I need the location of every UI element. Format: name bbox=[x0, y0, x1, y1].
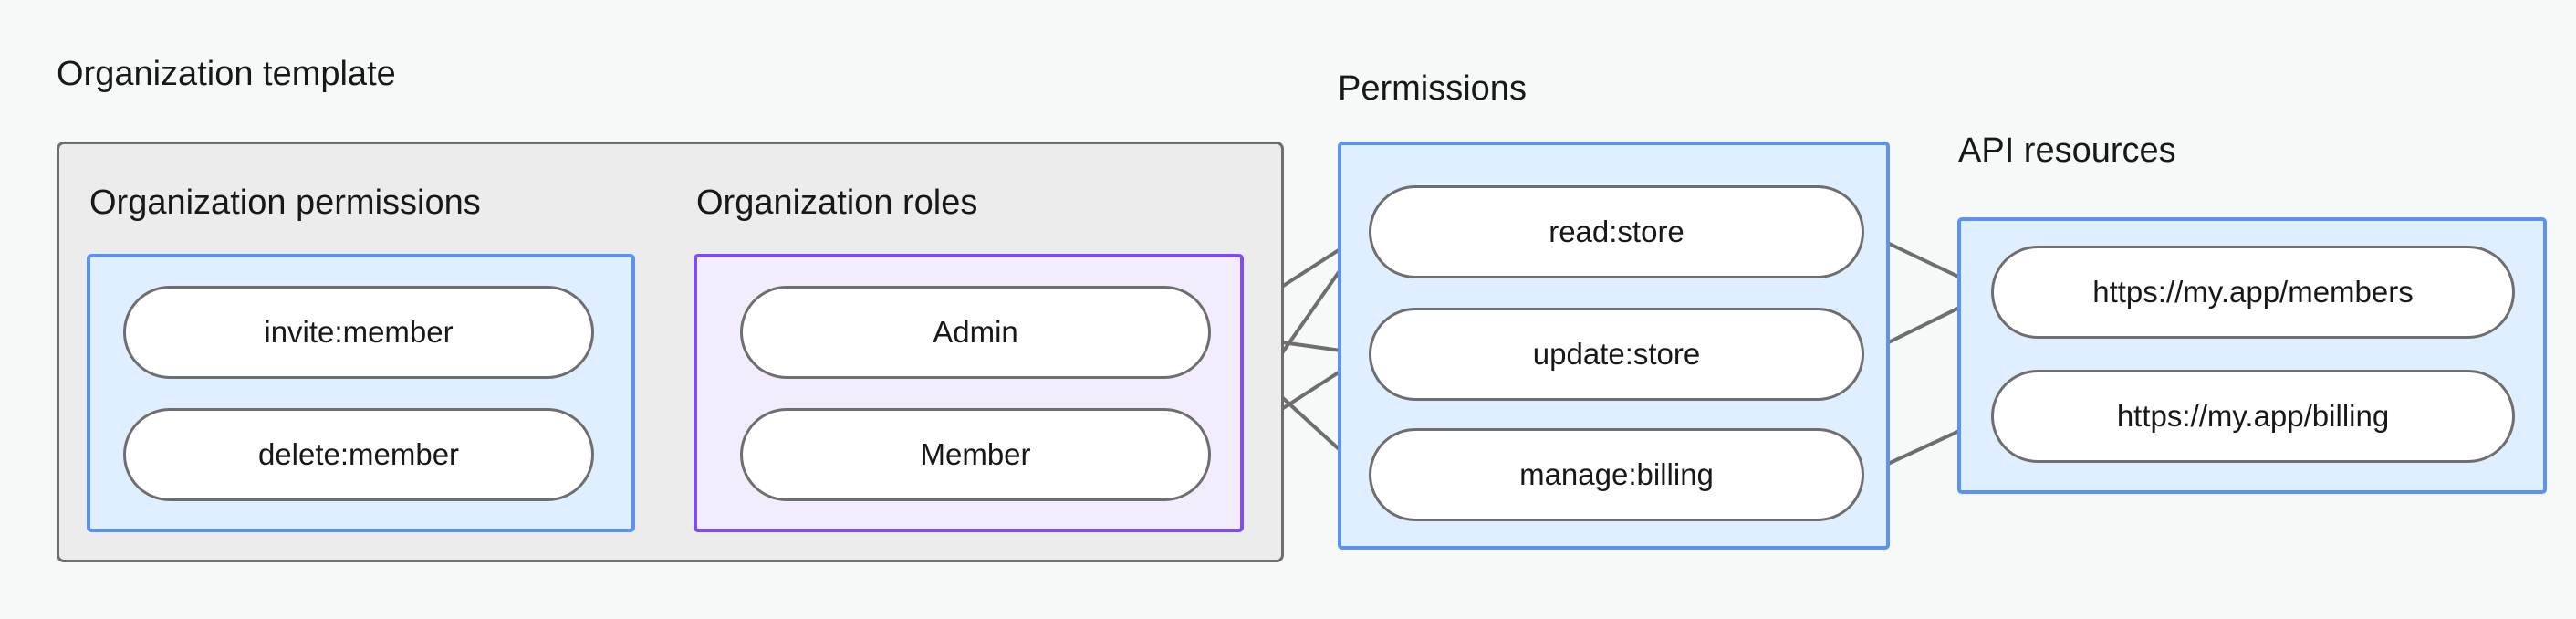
node-delete-member[interactable]: delete:member bbox=[123, 408, 594, 501]
group-label-api-resources: API resources bbox=[1958, 131, 2176, 170]
node-invite-member[interactable]: invite:member bbox=[123, 286, 594, 379]
node-admin[interactable]: Admin bbox=[740, 286, 1211, 379]
node-member[interactable]: Member bbox=[740, 408, 1211, 501]
node-members-url[interactable]: https://my.app/members bbox=[1991, 246, 2515, 339]
group-label-permissions: Permissions bbox=[1338, 69, 1527, 108]
node-manage-billing[interactable]: manage:billing bbox=[1369, 428, 1864, 521]
node-label: https://my.app/members bbox=[2092, 275, 2414, 309]
node-label: update:store bbox=[1532, 337, 1701, 371]
node-label: manage:billing bbox=[1519, 457, 1714, 491]
node-label: invite:member bbox=[264, 315, 454, 349]
subgroup-label-organization-roles: Organization roles bbox=[696, 184, 978, 222]
node-label: read:store bbox=[1549, 215, 1684, 248]
node-read-store[interactable]: read:store bbox=[1369, 185, 1864, 278]
node-label: https://my.app/billing bbox=[2116, 399, 2390, 433]
subgroup-label-organization-permissions: Organization permissions bbox=[89, 184, 481, 222]
node-label: Admin bbox=[933, 315, 1018, 349]
node-billing-url[interactable]: https://my.app/billing bbox=[1991, 370, 2515, 463]
group-label-organization-template: Organization template bbox=[57, 55, 396, 93]
node-label: delete:member bbox=[257, 437, 460, 471]
node-update-store[interactable]: update:store bbox=[1369, 308, 1864, 401]
node-label: Member bbox=[920, 437, 1031, 471]
